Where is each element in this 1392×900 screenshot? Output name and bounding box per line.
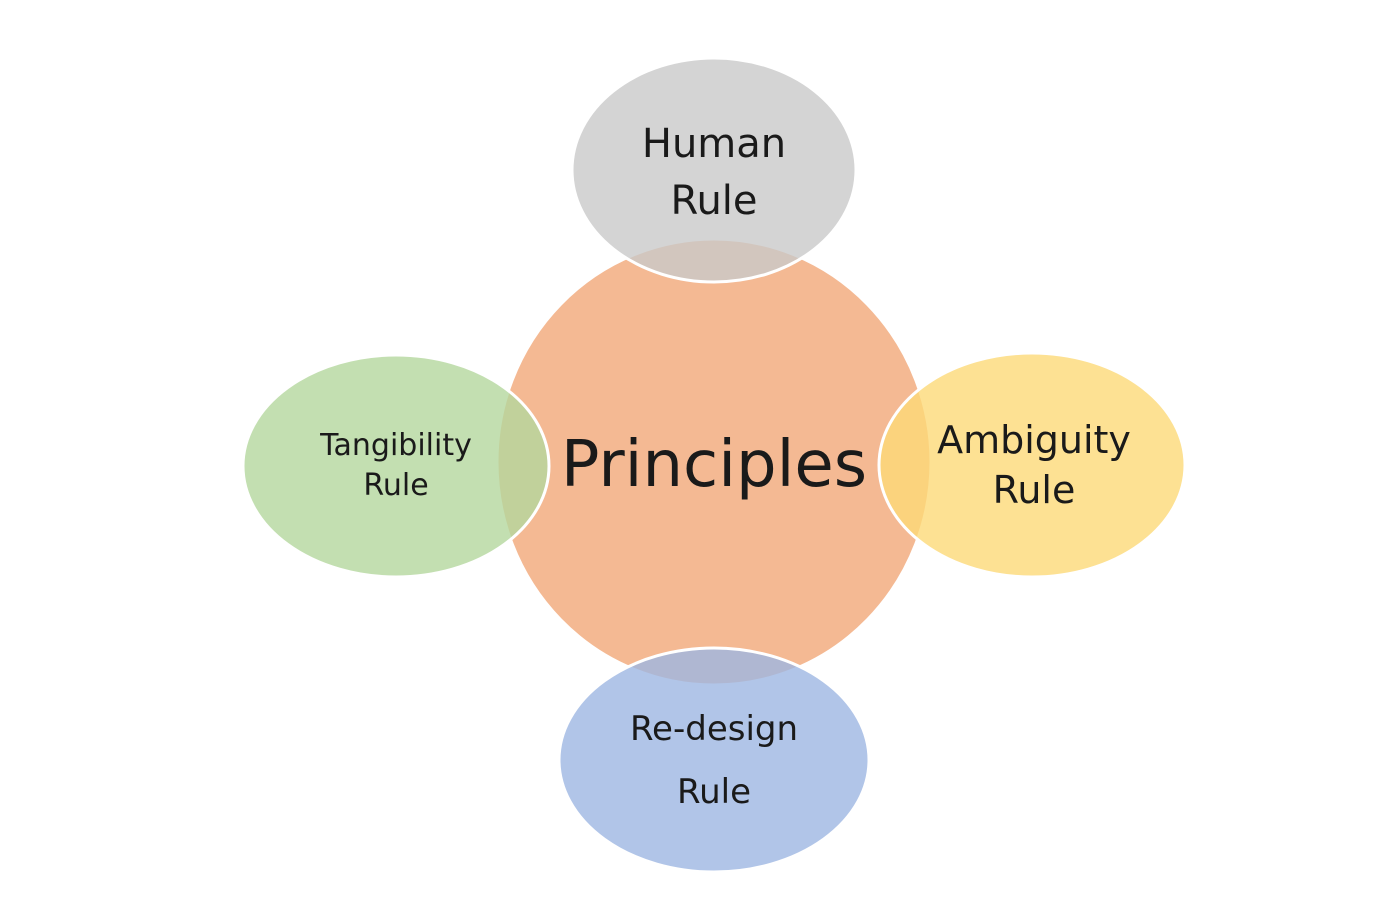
- human-rule-ellipse: [570, 56, 858, 284]
- tangibility-rule-label-line2: Rule: [363, 468, 428, 503]
- ambiguity-rule-label-line2: Rule: [993, 468, 1076, 512]
- human-rule-label-line2: Rule: [670, 178, 757, 224]
- redesign-rule-label-line2: Rule: [677, 772, 751, 812]
- ambiguity-rule-ellipse: [877, 351, 1187, 579]
- center-label: Principles: [561, 428, 867, 502]
- redesign-rule-ellipse: [557, 646, 871, 874]
- tangibility-rule-label-line1: Tangibility: [319, 428, 472, 463]
- redesign-rule-label-line1: Re-design: [630, 709, 798, 749]
- human-rule-label-line1: Human: [642, 121, 786, 167]
- tangibility-rule-ellipse: [241, 353, 551, 579]
- ambiguity-rule-label-line1: Ambiguity: [937, 418, 1131, 462]
